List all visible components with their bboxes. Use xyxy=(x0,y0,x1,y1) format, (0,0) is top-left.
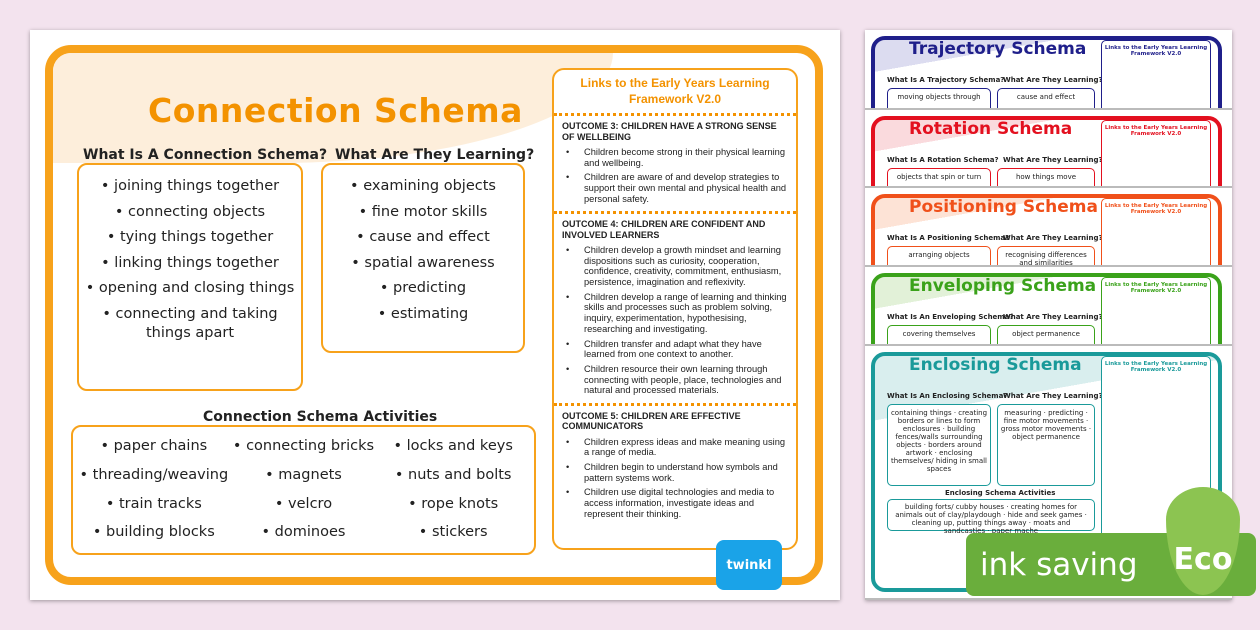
what-item: • linking things together xyxy=(101,254,279,271)
variant-learning-box: how things move xyxy=(997,168,1095,186)
what-box: • joining things together • connecting ob… xyxy=(77,163,303,391)
activity-item: • connecting bricks xyxy=(232,438,375,454)
outcome-item: Children transfer and adapt what they ha… xyxy=(562,339,788,360)
outcome-item: Children express ideas and make meaning … xyxy=(562,437,788,458)
outcome-heading: OUTCOME 5: CHILDREN ARE EFFECTIVE COMMUN… xyxy=(562,410,741,432)
variant-learning-heading: What Are They Learning? xyxy=(1003,76,1103,84)
learning-box: • examining objects • fine motor skills • … xyxy=(321,163,525,353)
outcome-heading: OUTCOME 4: CHILDREN ARE CONFIDENT AND IN… xyxy=(562,219,766,240)
what-item: • joining things together xyxy=(100,178,280,194)
activity-item: • magnets xyxy=(265,466,342,483)
outcome-item: Children are aware of and develop strate… xyxy=(562,172,788,204)
outcome-section: OUTCOME 4: CHILDREN ARE CONFIDENT AND IN… xyxy=(554,211,796,403)
activity-item: • locks and keys xyxy=(393,438,513,454)
outcome-list: Children express ideas and make meaning … xyxy=(562,437,788,520)
ink-saving-badge: ink saving Eco xyxy=(966,487,1256,596)
outcome-list: Children become strong in their physical… xyxy=(562,147,788,204)
what-item: • connecting objects xyxy=(114,203,266,220)
variant-title: Rotation Schema xyxy=(909,119,1073,139)
variant-learning-box: measuring · predicting · fine motor move… xyxy=(997,404,1095,486)
learning-item: • fine motor skills xyxy=(358,203,488,220)
twinkl-logo: twinkl xyxy=(716,540,782,590)
learning-item: • predicting xyxy=(379,280,467,297)
framework-panel: Links to the Early Years Learning Framew… xyxy=(552,68,798,550)
outcome-section: OUTCOME 3: CHILDREN HAVE A STRONG SENSE … xyxy=(554,113,796,211)
activities-box: • paper chains • connecting bricks • locks… xyxy=(71,425,536,555)
activity-item: • threading/weaving xyxy=(79,466,229,483)
activity-item: • dominoes xyxy=(261,524,346,541)
outcome-item: Children use digital technologies and me… xyxy=(562,487,788,519)
variant-title: Enclosing Schema xyxy=(909,355,1082,375)
activity-item: • stickers xyxy=(418,524,488,541)
activity-item: • velcro xyxy=(274,495,333,512)
learning-heading: What Are They Learning? xyxy=(335,147,535,163)
badge-leaf-text: Eco xyxy=(1173,542,1233,577)
variant-what-box: arranging objects xyxy=(887,246,991,265)
variant-framework-panel: Links to the Early Years Learning Framew… xyxy=(1101,40,1211,108)
outcome-item: Children begin to understand how symbols… xyxy=(562,462,788,483)
variant-title: Trajectory Schema xyxy=(909,39,1087,59)
variant-what-heading: What Is An Enclosing Schema? xyxy=(887,392,1008,400)
variant-what-heading: What Is A Positioning Schema? xyxy=(887,234,1010,242)
learning-item: • spatial awareness xyxy=(351,254,495,271)
what-item: • tying things together xyxy=(106,229,274,246)
leaf-icon: Eco xyxy=(1166,487,1240,595)
learning-item: • cause and effect xyxy=(356,229,490,246)
outcome-item: Children develop a growth mindset and le… xyxy=(562,245,788,288)
variant-learning-box: recognising differences and similarities xyxy=(997,246,1095,265)
activity-item: • nuts and bolts xyxy=(394,466,512,483)
variant-what-heading: What Is An Enveloping Schema? xyxy=(887,313,1014,321)
activity-item: • train tracks xyxy=(105,495,202,512)
variant-learning-box: object permanence xyxy=(997,325,1095,344)
variant-what-box: moving objects through xyxy=(887,88,991,108)
what-item: • opening and closing things xyxy=(85,280,295,297)
outcome-item: Children develop a range of learning and… xyxy=(562,292,788,335)
framework-title: Links to the Early Years Learning Framew… xyxy=(580,76,770,106)
variant-what-heading: What Is A Rotation Schema? xyxy=(887,156,999,164)
activities-heading: Connection Schema Activities xyxy=(203,409,438,425)
variant-what-box: objects that spin or turn xyxy=(887,168,991,186)
variant-what-box: containing things · creating borders or … xyxy=(887,404,991,486)
learning-item: • examining objects xyxy=(350,178,496,194)
outcome-item: Children resource their own learning thr… xyxy=(562,364,788,396)
variant-framework-panel: Links to the Early Years Learning Framew… xyxy=(1101,277,1211,344)
activity-item: • paper chains xyxy=(100,438,208,454)
what-heading: What Is A Connection Schema? xyxy=(83,147,328,163)
variant-title: Positioning Schema xyxy=(909,197,1098,217)
variant-learning-box: cause and effect xyxy=(997,88,1095,108)
variant-title: Enveloping Schema xyxy=(909,276,1097,296)
variant-learning-heading: What Are They Learning? xyxy=(1003,234,1103,242)
activity-item: • building blocks xyxy=(92,524,215,541)
learning-item: • estimating xyxy=(377,305,469,322)
variant-activities-box: building forts/ cubby houses · creating … xyxy=(887,499,1095,535)
outcome-heading: OUTCOME 3: CHILDREN HAVE A STRONG SENSE … xyxy=(562,121,777,142)
variant-framework-panel: Links to the Early Years Learning Framew… xyxy=(1101,198,1211,265)
badge-text: ink saving xyxy=(980,546,1138,583)
poster-frame: Connection Schema What Is A Connection S… xyxy=(45,45,823,585)
outcome-item: Children become strong in their physical… xyxy=(562,147,788,168)
variant-learning-heading: What Are They Learning? xyxy=(1003,156,1103,164)
activity-item: • rope knots xyxy=(408,495,499,512)
variant-learning-heading: What Are They Learning? xyxy=(1003,392,1103,400)
variant-framework-panel: Links to the Early Years Learning Framew… xyxy=(1101,120,1211,186)
outcome-section: OUTCOME 5: CHILDREN ARE EFFECTIVE COMMUN… xyxy=(554,402,796,527)
variant-what-heading: What Is A Trajectory Schema? xyxy=(887,76,1005,84)
variant-learning-heading: What Are They Learning? xyxy=(1003,313,1103,321)
variant-activities-heading: Enclosing Schema Activities xyxy=(945,489,1056,497)
variant-what-box: covering themselves xyxy=(887,325,991,344)
outcome-list: Children develop a growth mindset and le… xyxy=(562,245,788,396)
connection-schema-poster: Connection Schema What Is A Connection S… xyxy=(30,30,840,600)
poster-title: Connection Schema xyxy=(148,91,523,130)
what-item: • connecting and taking things apart xyxy=(102,305,278,342)
